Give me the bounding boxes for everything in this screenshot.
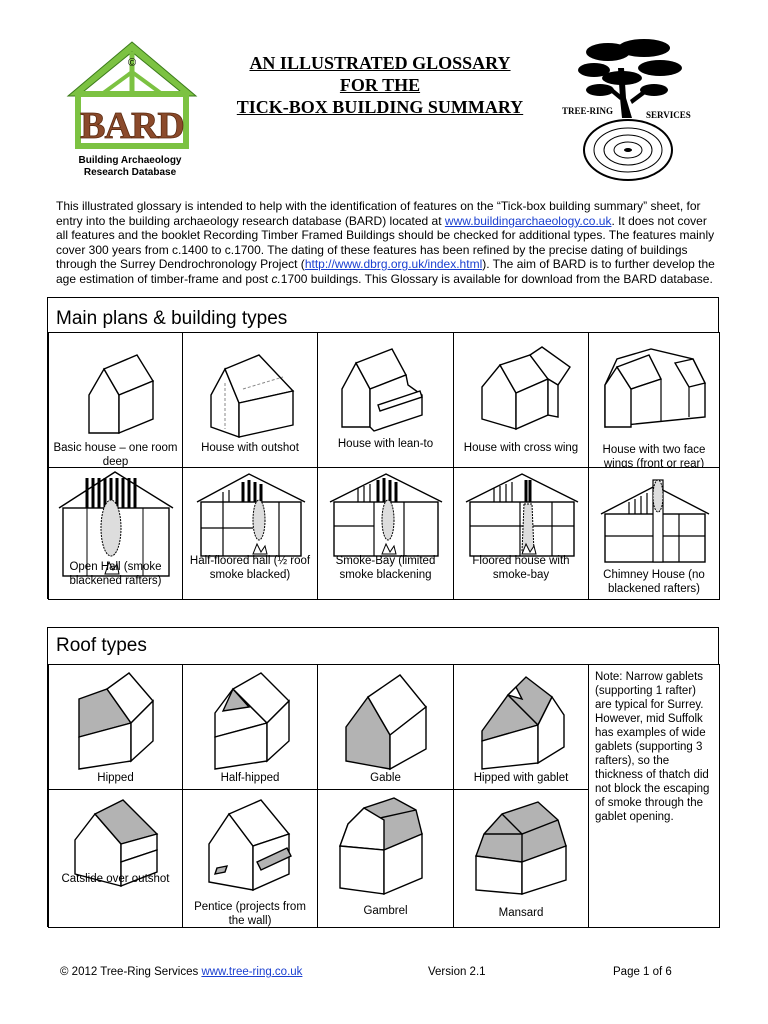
tree-logo-text2: SERVICES: [646, 110, 691, 120]
tree-logo-text1: TREE-RING: [562, 106, 613, 116]
pentice-roof-illustration: [183, 790, 319, 900]
cell-open-hall: Open Hall (smoke blackened rafters): [48, 467, 183, 600]
caption: Half-hipped: [185, 771, 315, 785]
title-line1: AN ILLUSTRATED GLOSSARY: [190, 52, 570, 74]
caption: Gambrel: [320, 904, 451, 918]
page-title: AN ILLUSTRATED GLOSSARY FOR THE TICK-BOX…: [190, 52, 570, 118]
logo-caption-line1: Building Archaeology: [40, 155, 220, 167]
caption: Hipped: [51, 771, 180, 785]
bard-logo: © BARD: [62, 38, 202, 150]
title-line3: TICK-BOX BUILDING SUMMARY: [190, 96, 570, 118]
cell-catslide-over-outshot: Catslide over outshot: [48, 789, 183, 928]
tree-ring-logo: TREE-RING SERVICES: [560, 38, 700, 188]
section-title-roof-types: Roof types: [56, 634, 147, 658]
intro-paragraph: This illustrated glossary is intended to…: [56, 199, 718, 286]
tree-ring-link[interactable]: www.tree-ring.co.uk: [201, 966, 302, 978]
cell-gambrel: Gambrel: [317, 789, 454, 928]
gable-roof-illustration: [318, 665, 455, 775]
cell-chimney-house: Chimney House (no blackened rafters): [588, 467, 720, 600]
cell-smoke-bay: Smoke-Bay (limited smoke blackening: [317, 467, 454, 600]
bard-link[interactable]: www.buildingarchaeology.co.uk: [445, 214, 612, 228]
logo-caption-line2: Research Database: [40, 167, 220, 179]
outshot-house-illustration: [183, 333, 319, 443]
logo-text: BARD: [80, 105, 184, 147]
caption: Pentice (projects from the wall): [185, 900, 315, 928]
cell-half-hipped: Half-hipped: [182, 664, 318, 790]
main-plans-section: Main plans & building types Basic house …: [47, 297, 719, 599]
cell-floored-house-with-smoke-bay: Floored house with smoke-bay: [453, 467, 589, 600]
cell-hipped: Hipped: [48, 664, 183, 790]
cell-house-with-two-face-wings: House with two face wings (front or rear…: [588, 332, 720, 468]
intro-italic: c.: [271, 272, 280, 286]
caption: House with cross wing: [456, 441, 586, 455]
cell-pentice: Pentice (projects from the wall): [182, 789, 318, 928]
roof-note: Note: Narrow gablets (supporting 1 rafte…: [588, 664, 720, 928]
footer-copyright-text: © 2012 Tree-Ring Services: [60, 966, 201, 978]
cell-house-with-outshot: House with outshot: [182, 332, 318, 468]
title-line2: FOR THE: [190, 74, 570, 96]
cell-house-with-cross-wing: House with cross wing: [453, 332, 589, 468]
intro-text: 1700 buildings. This Glossary is availab…: [281, 272, 713, 286]
logo-copyright: ©: [128, 57, 136, 69]
cross-wing-illustration: [454, 333, 590, 443]
two-face-wings-illustration: [589, 333, 721, 443]
cell-mansard: Mansard: [453, 789, 589, 928]
cell-hipped-with-gablet: Hipped with gablet: [453, 664, 589, 790]
cell-half-floored-hall: Half-floored hall (½ roof smoke blacked): [182, 467, 318, 600]
cell-gable: Gable: [317, 664, 454, 790]
caption: House with lean-to: [320, 437, 451, 451]
caption: Smoke-Bay (limited smoke blackening: [320, 554, 451, 582]
dbrg-link[interactable]: http://www.dbrg.org.uk/index.html: [305, 257, 482, 271]
footer-copyright: © 2012 Tree-Ring Services www.tree-ring.…: [60, 965, 302, 979]
gambrel-roof-illustration: [318, 790, 455, 900]
half-hipped-roof-illustration: [183, 665, 319, 775]
cell-basic-house: Basic house – one room deep: [48, 332, 183, 468]
roof-types-section: Roof types Hipped Half-hipped: [47, 627, 719, 927]
caption: Catslide over outshot: [51, 872, 180, 886]
basic-house-illustration: [49, 333, 184, 443]
footer-page-number: Page 1 of 6: [613, 965, 672, 979]
lean-to-house-illustration: [318, 333, 455, 443]
caption: Gable: [320, 771, 451, 785]
cell-house-with-lean-to: House with lean-to: [317, 332, 454, 468]
caption: Mansard: [456, 906, 586, 920]
hipped-gablet-roof-illustration: [454, 665, 590, 775]
caption: House with outshot: [185, 441, 315, 455]
logo-caption: Building Archaeology Research Database: [40, 155, 220, 179]
chimney-house-illustration: [589, 468, 721, 578]
hipped-roof-illustration: [49, 665, 184, 775]
caption: Chimney House (no blackened rafters): [591, 568, 717, 596]
mansard-roof-illustration: [454, 790, 590, 900]
caption: Open Hall (smoke blackened rafters): [51, 560, 180, 588]
caption: Hipped with gablet: [456, 771, 586, 785]
caption: Half-floored hall (½ roof smoke blacked): [185, 554, 315, 582]
section-title-main-plans: Main plans & building types: [56, 307, 287, 331]
caption: Basic house – one room deep: [51, 441, 180, 469]
caption: Floored house with smoke-bay: [456, 554, 586, 582]
footer-version: Version 2.1: [428, 965, 486, 979]
